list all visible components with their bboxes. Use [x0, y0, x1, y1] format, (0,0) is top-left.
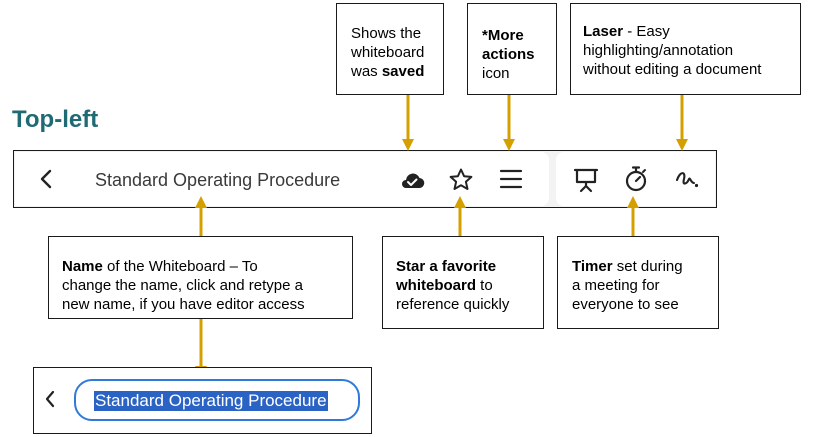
callout-saved-line3: was saved	[351, 62, 443, 81]
callout-name-line3: new name, if you have editor access	[62, 296, 305, 313]
star-icon[interactable]	[448, 167, 474, 193]
callout-saved-line2: whiteboard	[351, 44, 425, 61]
whiteboard-title[interactable]: Standard Operating Procedure	[95, 170, 341, 190]
callout-star-line2: whiteboard to	[396, 276, 543, 295]
callout-timer-line1-bold: Timer	[572, 258, 613, 275]
section-heading: Top-left	[12, 106, 99, 133]
callout-star-line2-text: to	[476, 277, 493, 294]
rename-input[interactable]: Standard Operating Procedure	[74, 379, 360, 421]
callout-more-line2-bold: actions	[482, 46, 535, 63]
callout-star-line3: reference quickly	[396, 296, 510, 313]
callout-more-line1-bold: *More	[482, 27, 524, 44]
callout-laser-line1-text: - Easy	[623, 23, 670, 40]
callout-name-line1-bold: Name	[62, 258, 103, 275]
callout-more-actions: *More actions icon	[467, 3, 557, 95]
callout-laser-line2: highlighting/annotation	[583, 42, 734, 59]
arrow-laser	[676, 95, 688, 151]
callout-laser-line1: Laser - Easy	[583, 22, 800, 41]
arrow-timer	[627, 196, 639, 238]
cloud-saved-icon	[402, 173, 425, 189]
callout-more-line1: *More	[482, 26, 556, 45]
rename-input-selected-text[interactable]: Standard Operating Procedure	[94, 391, 328, 411]
callout-star: Star a favorite whiteboard to reference …	[382, 236, 544, 329]
callout-laser: Laser - Easy highlighting/annotation wit…	[570, 3, 801, 95]
callout-timer: Timer set during a meeting for everyone …	[557, 236, 719, 329]
callout-saved-line3-text: was	[351, 63, 382, 80]
laser-icon[interactable]	[674, 167, 700, 191]
callout-star-line1-bold: Star a favorite	[396, 258, 497, 275]
timer-icon[interactable]	[623, 165, 649, 193]
whiteboard-toolbar: Standard Operating Procedure	[13, 150, 717, 208]
toolbar-right-group	[556, 152, 715, 206]
callout-name: Name of the Whiteboard – To change the n…	[48, 236, 353, 319]
presenter-icon[interactable]	[572, 166, 600, 194]
callout-timer-line3: everyone to see	[572, 296, 679, 313]
callout-name-line1-text: of the Whiteboard – To	[102, 258, 258, 275]
arrow-star	[454, 196, 466, 238]
back-chevron-icon[interactable]	[43, 389, 57, 409]
callout-more-line3: icon	[482, 65, 510, 82]
arrow-more-actions	[503, 95, 515, 151]
callout-name-line1: Name of the Whiteboard – To	[62, 257, 352, 276]
rename-example: Standard Operating Procedure	[33, 367, 372, 434]
back-chevron-icon[interactable]	[37, 168, 57, 190]
callout-saved: Shows the whiteboard was saved	[336, 3, 444, 95]
callout-saved-line1: Shows the	[351, 25, 422, 42]
arrow-saved	[402, 95, 414, 151]
callout-laser-line1-bold: Laser	[583, 23, 624, 40]
callout-timer-line1-text: set during	[612, 258, 683, 275]
callout-star-line1: Star a favorite	[396, 257, 543, 276]
callout-saved-line3-bold: saved	[381, 63, 425, 80]
callout-star-line2-bold: whiteboard	[396, 277, 477, 294]
callout-name-line2: change the name, click and retype a	[62, 277, 303, 294]
callout-timer-line2: a meeting for	[572, 277, 660, 294]
toolbar-left-group: Standard Operating Procedure	[15, 152, 549, 206]
callout-more-line2: actions	[482, 45, 556, 64]
callout-timer-line1: Timer set during	[572, 257, 718, 276]
menu-icon[interactable]	[499, 168, 523, 190]
arrow-name	[195, 196, 207, 238]
callout-laser-line3: without editing a document	[583, 61, 762, 78]
